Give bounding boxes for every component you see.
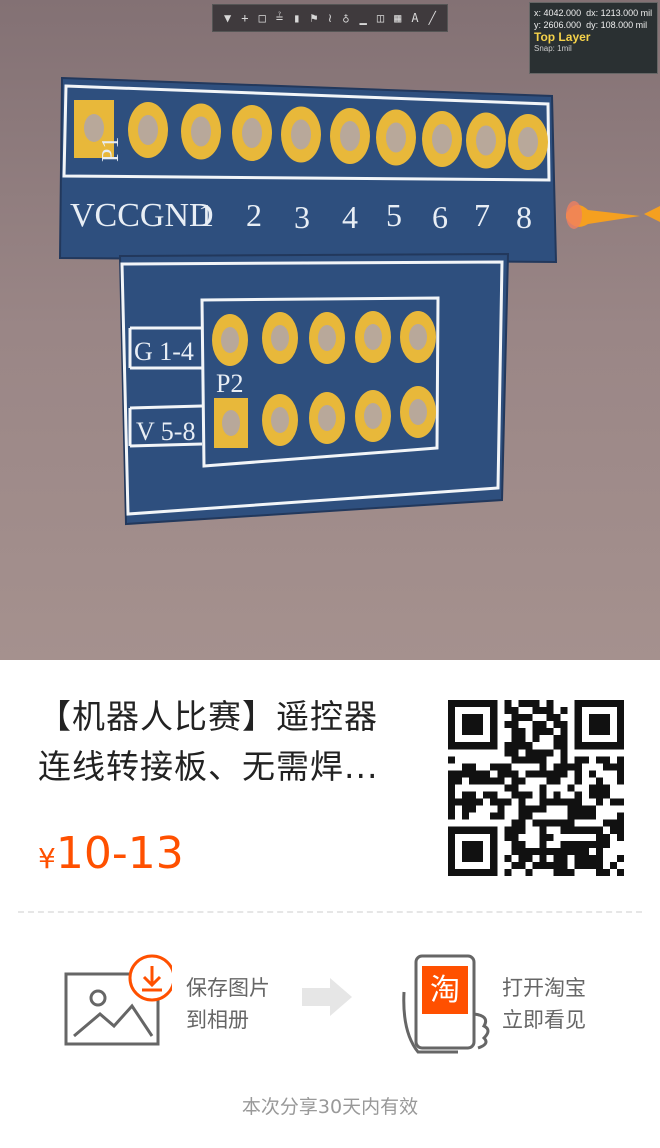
text-icon[interactable]: A: [411, 11, 419, 25]
label-pin-6: 6: [432, 199, 448, 235]
share-card: 【机器人比赛】遥控器 连线转接板、无需焊... ¥10-13 保存图片 到相册 …: [0, 660, 660, 1148]
open-taobao-label[interactable]: 打开淘宝 立即看见: [502, 976, 586, 1032]
p2-pad-hole: [318, 325, 336, 351]
line-icon[interactable]: ╱: [428, 11, 436, 25]
label-pin-1: 1: [198, 197, 214, 233]
coord-row-y: y: 2606.000 dy: 108.000 mil: [534, 20, 648, 30]
flag-icon[interactable]: ⚑: [310, 11, 318, 25]
product-title-line-1: 【机器人比赛】遥控器: [38, 697, 378, 736]
cursor-cone-icon: [566, 204, 640, 227]
current-layer: Top Layer: [534, 30, 591, 44]
p1-pad-hole: [518, 127, 538, 157]
p2-pad-hole: [409, 324, 427, 350]
coordinates-panel: x: 4042.000 dx: 1213.000 mil y: 2606.000…: [529, 2, 658, 74]
label-pin-8: 8: [516, 199, 532, 235]
p2-pad-hole: [221, 327, 239, 353]
p2-pad-grid: [212, 311, 436, 446]
label-g-1-4: G 1-4: [134, 337, 194, 366]
p1-pad-hole: [291, 119, 311, 150]
p1-pad-row: [128, 102, 548, 170]
save-to-album-label[interactable]: 保存图片 到相册: [186, 976, 270, 1032]
divider: [18, 911, 642, 913]
p2-pad-hole: [271, 325, 289, 351]
label-pin-4: 4: [342, 199, 358, 235]
price-currency: ¥: [38, 842, 56, 875]
connect-icon[interactable]: ≀: [327, 11, 333, 25]
pin-icon[interactable]: ♁: [342, 11, 350, 25]
p2-pad-hole: [364, 403, 382, 429]
p1-pad-hole: [242, 118, 262, 148]
label-pin-3: 3: [294, 199, 310, 235]
qr-code[interactable]: [448, 700, 624, 876]
filter-icon[interactable]: ▼: [224, 11, 232, 25]
select-icon[interactable]: ◫: [376, 11, 385, 25]
p1-pad-hole: [476, 125, 496, 156]
pcb-board-bottom: [118, 252, 510, 526]
bar-icon[interactable]: ≟: [275, 11, 284, 25]
p1-pad-hole: [432, 124, 452, 154]
product-title-line-2: 连线转接板、无需焊...: [38, 747, 379, 786]
p2-pad-hole: [222, 410, 240, 436]
p1-pad-hole: [191, 116, 211, 147]
p2-pad-hole: [271, 407, 289, 433]
save-image-icon[interactable]: [62, 952, 172, 1050]
component-icon[interactable]: ▮: [293, 11, 301, 25]
v-label-box: [128, 404, 203, 448]
p1-pad-hole: [84, 114, 104, 142]
share-validity-note: 本次分享30天内有效: [241, 1096, 419, 1118]
p1-pad-hole: [340, 121, 360, 151]
g-label-box: [128, 326, 202, 370]
rect-icon[interactable]: □: [258, 11, 266, 25]
label-pin-5: 5: [386, 197, 402, 233]
designator-p2: P2: [216, 369, 243, 398]
snap-setting: Snap: 1mil: [534, 44, 572, 53]
coord-row-x: x: 4042.000 dx: 1213.000 mil: [534, 8, 653, 18]
open-taobao-icon[interactable]: 淘: [400, 952, 500, 1058]
label-vccgnd: VCCGND: [70, 197, 214, 234]
price-value: 10-13: [55, 828, 184, 879]
p2-pad-hole: [364, 324, 382, 350]
designator-p1: P1: [98, 137, 124, 162]
pcb-board-render: P1 P2 G 1-4 V 5-8 VCCGND 1 2 3 4 5 6 7 8: [58, 76, 660, 526]
p1-silkscreen: [62, 84, 551, 182]
label-pin-2: 2: [246, 197, 262, 233]
p2-pad-hole: [409, 399, 427, 425]
product-price: ¥10-13: [38, 828, 184, 879]
p1-pad-hole: [138, 115, 158, 145]
arrow-right-icon: [302, 978, 352, 1016]
pcb-preview-image: P1 P2 G 1-4 V 5-8 VCCGND 1 2 3 4 5 6 7 8…: [0, 0, 660, 660]
label-v-5-8: V 5-8: [136, 417, 195, 446]
label-pin-7: 7: [474, 197, 490, 233]
plus-icon[interactable]: +: [241, 11, 249, 25]
cursor-tip-icon: [644, 206, 660, 222]
chart-icon[interactable]: ▁: [359, 11, 367, 25]
p2-silkscreen: [200, 296, 440, 468]
region-icon[interactable]: ▦: [394, 11, 402, 25]
taobao-glyph: 淘: [430, 973, 460, 1008]
pcb-toolbar: ▼ + □ ≟ ▮ ⚑ ≀ ♁ ▁ ◫ ▦ A ╱: [212, 4, 448, 32]
product-title: 【机器人比赛】遥控器 连线转接板、无需焊...: [38, 692, 418, 792]
p2-pad-hole: [318, 405, 336, 431]
bottom-silkscreen: [120, 260, 504, 516]
p1-pad-hole: [386, 122, 406, 153]
